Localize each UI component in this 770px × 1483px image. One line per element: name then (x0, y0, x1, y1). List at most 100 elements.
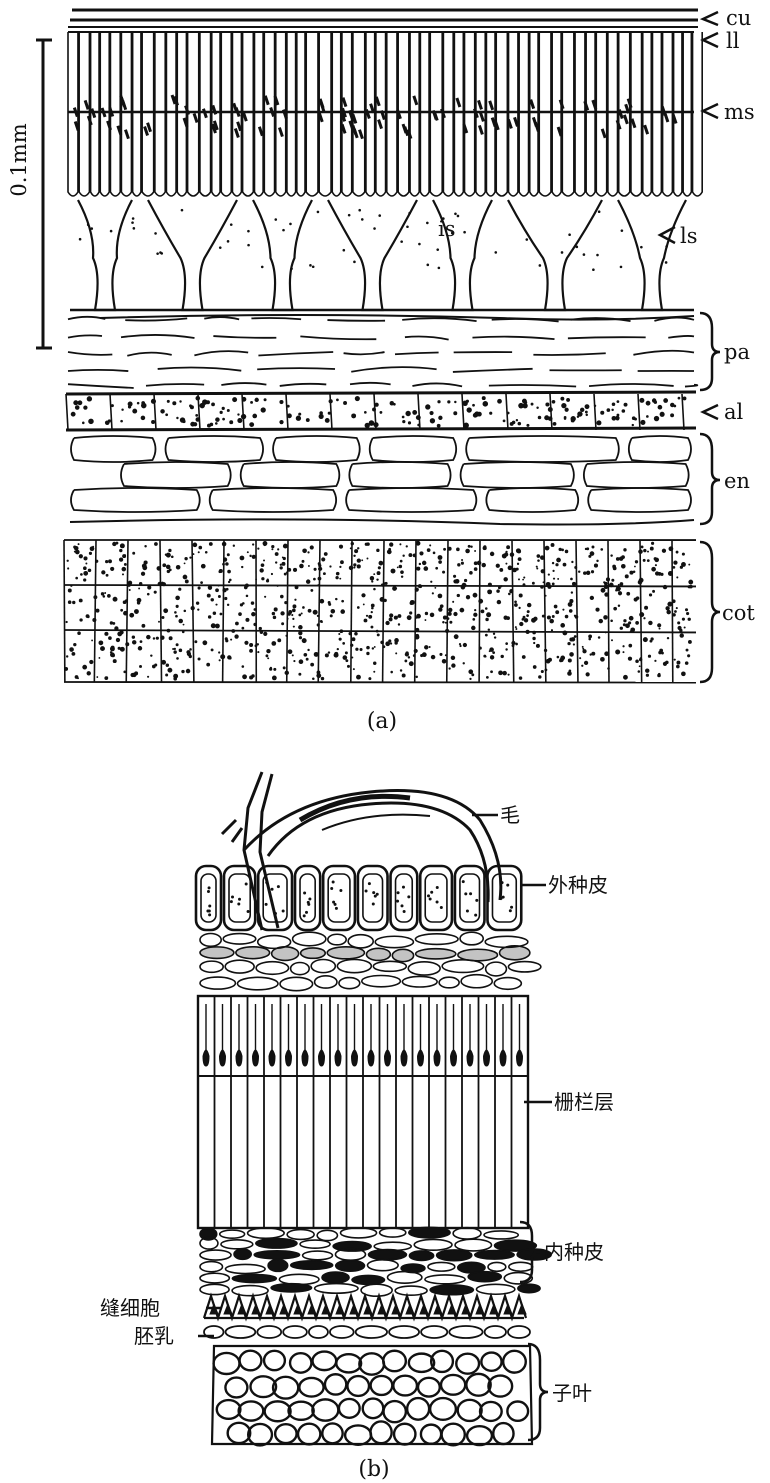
endosperm-cell (282, 1325, 308, 1339)
cotyledon-grain (241, 565, 244, 569)
cotyledon-grain (687, 617, 691, 621)
light-line-mark (201, 108, 208, 119)
cotyledon-grain (277, 548, 280, 551)
cotyledon-grain (483, 654, 487, 658)
aleurone-grain (215, 417, 220, 422)
cotyledon-grain (125, 642, 130, 647)
cotyledon-grain (190, 606, 195, 611)
cotyledon-grain (657, 672, 661, 676)
cotyledon-grain (560, 655, 566, 661)
cotyledon-grain (582, 649, 587, 654)
cotyledon-grain (438, 560, 442, 564)
cotyledon-grain (186, 650, 191, 655)
cotyledon-grain (492, 632, 496, 635)
label-palisade: 栅栏层 (554, 1090, 614, 1114)
aleurone-wall (65, 393, 69, 431)
cotyledon-grain (92, 545, 95, 548)
outer-coat-dot (206, 889, 210, 893)
cotyledon-grain (238, 612, 242, 616)
cotyledon-grain (531, 581, 535, 585)
cotyledon-grain (553, 604, 558, 609)
cotyledon-grain (356, 606, 360, 609)
outer-coat-dot (246, 910, 250, 914)
cotyledon-grain (421, 560, 427, 566)
cotyledon-grain (492, 651, 496, 655)
cotyledon-grain (329, 565, 332, 568)
aleurone-grain (474, 411, 480, 417)
cotyledon-grain (500, 585, 503, 588)
cotyledon-grain (511, 640, 516, 646)
cotyledon-wall (63, 539, 66, 683)
cotyledon-grain (484, 607, 488, 610)
aleurone-grain (237, 418, 243, 424)
cotyledon-grain (320, 676, 325, 681)
cotyledon-grain (271, 611, 276, 616)
cotyledon-grain (514, 603, 518, 607)
cotyledon-grain (356, 564, 361, 569)
macrosclereid-cell (528, 32, 539, 197)
aleurone-grain (509, 421, 514, 426)
aleurone-grain (530, 402, 534, 406)
cotyledon-grain (225, 639, 229, 643)
cotyledon-grain (376, 633, 380, 637)
light-line-mark (493, 120, 500, 131)
cotyledon-grain (281, 622, 285, 626)
cotyledon-grain (571, 581, 577, 586)
cotyledon-grain (291, 613, 294, 617)
cotyledon-grain (487, 589, 493, 595)
cotyledon-grain (603, 584, 609, 590)
cotyledon-grain (500, 654, 504, 659)
cotyledon-grain (307, 648, 310, 652)
parenchyma-wall (668, 335, 695, 339)
cotyledon-grain (263, 631, 268, 636)
cotyledon-grain (404, 659, 408, 663)
cotyledon-grain (469, 571, 473, 575)
cotyledon-grain (109, 621, 114, 625)
cotyledon-grain (363, 618, 368, 623)
palisade-nucleus (301, 1049, 309, 1067)
cotyledon-grain (245, 594, 249, 598)
cotyledon-grain (227, 580, 231, 584)
parenchyma-wall (67, 351, 113, 356)
parenchyma-wall (351, 366, 437, 373)
cotyledon-grain (264, 595, 267, 598)
suture-cell (307, 1302, 317, 1315)
cotyledon-grain (535, 565, 538, 568)
cotyledon-grain (661, 548, 667, 553)
inner-coat-cell (231, 1284, 269, 1297)
inner-coat-cell (452, 1226, 482, 1240)
cotyledon-grain (318, 566, 323, 571)
cotyledon-grain (104, 676, 109, 680)
cotyledon-grain (266, 648, 271, 654)
light-line-mark (257, 126, 264, 137)
outer-coat-cell (222, 864, 257, 932)
cotyledon-cell (346, 1374, 371, 1398)
cotyledon-grain (617, 604, 621, 607)
cotyledon-grain (557, 577, 560, 580)
cotyledon-cell (429, 1349, 455, 1374)
cotyledon-grain (447, 546, 452, 551)
cotyledon-grain (168, 636, 173, 641)
cotyledon-grain (649, 639, 653, 643)
cotyledon-grain (610, 619, 613, 622)
aleurone-grain (195, 417, 201, 422)
cotyledon-grain (98, 640, 104, 646)
crushed-cell (224, 959, 255, 974)
cotyledon-cell (296, 1422, 322, 1446)
cotyledon-cell (224, 1376, 249, 1399)
crushed-cell (459, 931, 485, 946)
cotyledon-grain (567, 658, 572, 663)
cotyledon-grain (418, 562, 422, 566)
aleurone-grain (166, 399, 170, 403)
cotyledon-grain (506, 545, 511, 550)
cotyledon-grain (172, 648, 175, 651)
cotyledon-grain (570, 591, 574, 594)
inner-coat-cell (378, 1227, 407, 1238)
cotyledon-grain (265, 654, 269, 658)
outer-coat-dot (435, 885, 439, 889)
aleurone-grain (437, 400, 441, 404)
cotyledon-grain (408, 553, 413, 558)
cotyledon-grain (415, 675, 418, 679)
cotyledon-grain (253, 622, 257, 627)
stipple-dot (289, 222, 292, 226)
